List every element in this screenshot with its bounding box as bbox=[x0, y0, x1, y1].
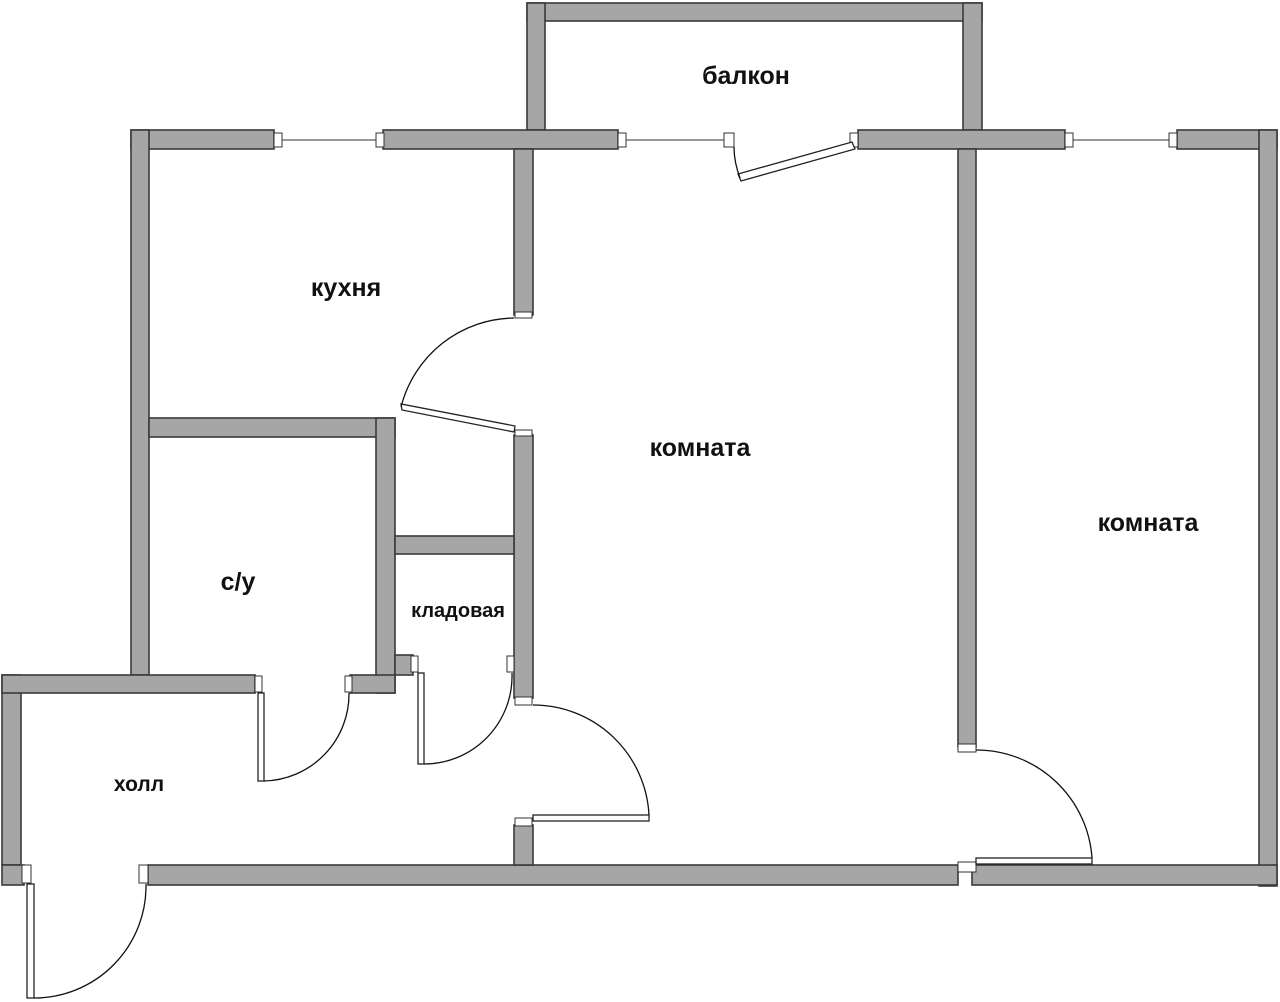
label-room-main: комната bbox=[650, 434, 752, 462]
window-kitchen bbox=[273, 132, 385, 148]
wall-bottom-3 bbox=[971, 864, 1278, 886]
wall-pantry-right bbox=[513, 434, 534, 699]
window-main-room bbox=[617, 132, 859, 148]
label-balcony: балкон bbox=[702, 62, 790, 90]
walls bbox=[1, 2, 1278, 887]
wall-hall-room-stub bbox=[513, 824, 534, 866]
room-labels: балкон кухня комната комната с/у кладова… bbox=[114, 62, 1200, 796]
wall-balcony-left bbox=[526, 2, 546, 131]
wall-hall-top bbox=[1, 674, 256, 694]
door-kitchen bbox=[400, 311, 533, 437]
wall-bath-top bbox=[148, 417, 396, 438]
door-balcony bbox=[733, 141, 856, 182]
wall-pantry-top bbox=[394, 535, 515, 555]
wall-room-divider bbox=[957, 148, 977, 748]
wall-bottom-1 bbox=[1, 864, 25, 886]
door-side-room bbox=[957, 743, 1093, 873]
label-pantry: кладовая bbox=[411, 600, 505, 622]
wall-balcony-top bbox=[526, 2, 983, 22]
label-room-side: комната bbox=[1098, 509, 1200, 537]
wall-balcony-right bbox=[962, 2, 983, 131]
wall-right-outer bbox=[1258, 129, 1278, 887]
doors bbox=[21, 141, 1093, 999]
label-kitchen: кухня bbox=[311, 274, 381, 302]
wall-bottom-2 bbox=[147, 864, 959, 886]
wall-top-1 bbox=[130, 129, 275, 150]
door-entrance bbox=[21, 864, 149, 999]
wall-left-outer bbox=[130, 129, 150, 676]
wall-bath-bottom-stub bbox=[349, 674, 396, 694]
label-hall: холл bbox=[114, 773, 164, 796]
wall-top-3 bbox=[857, 129, 1066, 150]
door-bathroom bbox=[254, 675, 353, 782]
door-pantry bbox=[410, 655, 515, 765]
windows bbox=[273, 132, 1178, 148]
window-side-room bbox=[1064, 132, 1178, 148]
label-bathroom: с/у bbox=[221, 568, 256, 596]
wall-bath-right bbox=[375, 417, 396, 694]
door-main-room bbox=[514, 696, 650, 827]
wall-kitchen-right bbox=[513, 148, 534, 316]
wall-hall-left bbox=[1, 674, 22, 866]
wall-top-2 bbox=[382, 129, 619, 150]
wall-pantry-stub bbox=[394, 654, 414, 676]
